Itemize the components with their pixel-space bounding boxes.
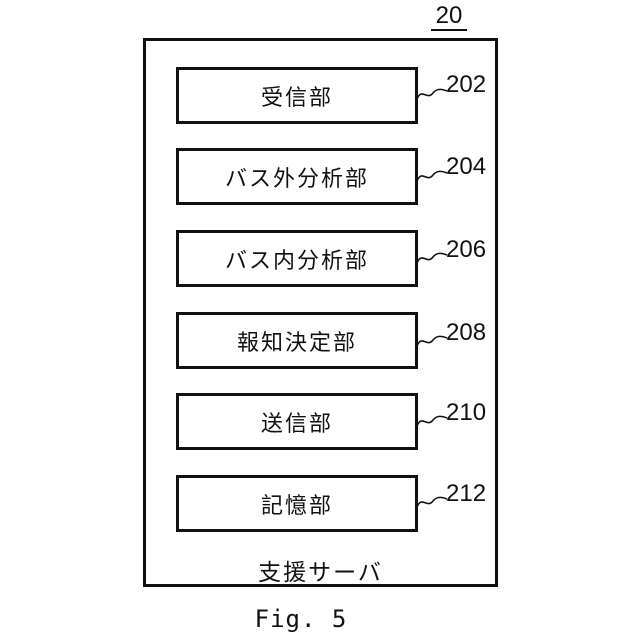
leader-line	[416, 88, 448, 100]
ref-numeral-208: 208	[446, 319, 487, 346]
block-notification-decision: 報知決定部	[176, 312, 418, 369]
block-storage: 記憶部	[176, 475, 418, 532]
server-title: 支援サーバ	[258, 559, 383, 585]
block-label: 記憶部	[260, 492, 333, 518]
block-outside-bus-analysis: バス外分析部	[176, 148, 418, 205]
block-inside-bus-analysis: バス内分析部	[176, 230, 418, 287]
leader-line	[416, 496, 448, 508]
block-label: 報知決定部	[236, 329, 357, 355]
block-transmitter: 送信部	[176, 393, 418, 450]
leader-line	[416, 252, 448, 264]
figure-reference-number: 20	[431, 3, 467, 31]
leader-line	[416, 415, 448, 427]
ref-numeral-206: 206	[446, 236, 487, 263]
leader-line	[416, 335, 448, 347]
block-label: 受信部	[260, 84, 333, 110]
leader-line	[416, 170, 448, 182]
ref-numeral-204: 204	[446, 153, 487, 180]
figure-caption: Fig. 5	[254, 605, 348, 633]
block-label: バス内分析部	[224, 247, 369, 273]
block-label: バス外分析部	[224, 165, 369, 191]
block-label: 送信部	[260, 410, 333, 436]
ref-numeral-212: 212	[446, 480, 487, 507]
ref-numeral-202: 202	[446, 71, 487, 98]
block-receiver: 受信部	[176, 67, 418, 124]
ref-numeral-210: 210	[446, 399, 487, 426]
